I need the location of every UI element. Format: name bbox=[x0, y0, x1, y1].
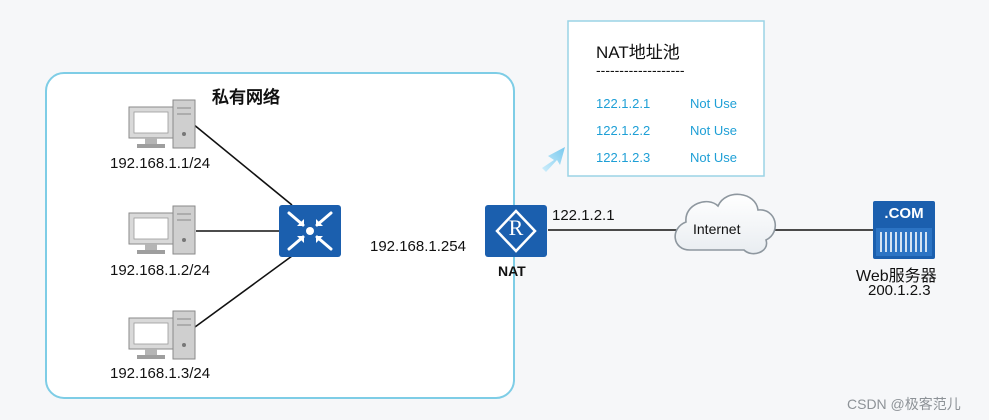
web-server-ip: 200.1.2.3 bbox=[868, 282, 931, 299]
nat-pool-title: NAT地址池 bbox=[596, 43, 680, 62]
internet-cloud-icon bbox=[674, 193, 777, 255]
watermark: CSDN @极客范儿 bbox=[847, 396, 961, 412]
web-server-badge: .COM bbox=[884, 205, 924, 222]
web-server-name: Web服务器 bbox=[856, 268, 937, 285]
pc-icon bbox=[128, 205, 196, 255]
host-1-ip: 192.168.1.1/24 bbox=[110, 155, 211, 172]
callout-arrow-icon bbox=[542, 147, 565, 172]
router-letter: R bbox=[508, 215, 524, 240]
link-host1-switch bbox=[192, 123, 293, 206]
nat-label: NAT bbox=[498, 263, 526, 279]
web-server-icon bbox=[873, 201, 935, 259]
pc-icon bbox=[128, 310, 196, 360]
switch-icon bbox=[279, 205, 341, 257]
internet-label: Internet bbox=[693, 221, 741, 237]
router-icon bbox=[485, 205, 547, 257]
nat-pool-entry-3-ip: 122.1.2.3 bbox=[596, 150, 651, 165]
nat-pool-entry-1-status: Not Use bbox=[690, 96, 737, 111]
gateway-ip: 192.168.1.254 bbox=[370, 238, 466, 255]
link-host3-switch bbox=[194, 255, 293, 328]
nat-pool-entry-2-ip: 122.1.2.2 bbox=[596, 123, 651, 138]
private-network-title: 私有网络 bbox=[212, 88, 280, 107]
host-2-ip: 192.168.1.2/24 bbox=[110, 262, 211, 279]
nat-public-ip: 122.1.2.1 bbox=[552, 207, 615, 224]
pc-icon bbox=[128, 99, 196, 149]
host-3-ip: 192.168.1.3/24 bbox=[110, 365, 211, 382]
nat-pool-entry-2-status: Not Use bbox=[690, 123, 737, 138]
nat-pool-entry-1-ip: 122.1.2.1 bbox=[596, 96, 651, 111]
nat-pool-entry-3-status: Not Use bbox=[690, 150, 737, 165]
nat-pool-box bbox=[567, 20, 765, 177]
nat-pool-divider: ------------------- bbox=[596, 62, 685, 78]
